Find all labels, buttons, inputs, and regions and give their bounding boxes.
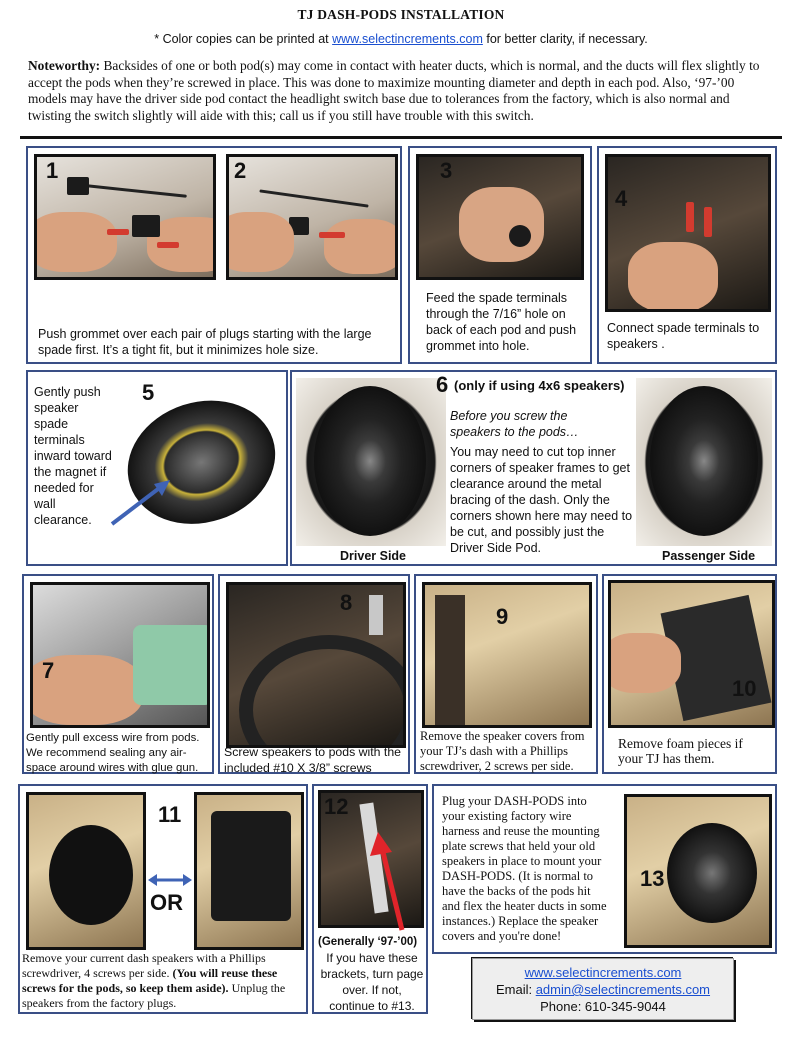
step-9-panel: 9 Remove the speaker covers from your TJ… — [414, 574, 598, 774]
step-5-caption: Gently push speaker spade terminals inwa… — [34, 385, 112, 527]
step-4-photo — [605, 154, 771, 312]
step-4-number: 4 — [615, 186, 628, 211]
step-11-photo-a — [26, 792, 146, 950]
subtitle-pre: * Color copies can be printed at — [154, 32, 333, 46]
or-label: OR — [150, 890, 183, 915]
step-8-caption: Screw speakers to pods with the included… — [224, 745, 402, 775]
step-4-caption: Connect spade terminals to speakers . — [607, 321, 760, 351]
step-3-panel: 3 Feed the spade terminals through the 7… — [408, 146, 592, 364]
step-11-panel: 11 OR Remove your current dash speakers … — [18, 784, 308, 1014]
note-text: Backsides of one or both pod(s) may come… — [28, 58, 760, 123]
step-10-photo — [608, 580, 775, 728]
step-5-arrow — [110, 480, 170, 526]
step-3-number: 3 — [440, 158, 453, 183]
step-7-number: 7 — [42, 658, 55, 683]
step-8-photo — [226, 582, 406, 748]
step-13-caption: Plug your DASH-PODS into your existing f… — [442, 794, 607, 943]
divider — [20, 136, 782, 139]
page-title: TJ DASH-PODS INSTALLATION — [297, 7, 505, 22]
step-6-intro: Before you screw the speakers to the pod… — [450, 409, 579, 439]
subtitle: * Color copies can be printed at www.sel… — [0, 32, 802, 46]
step-9-caption: Remove the speaker covers from your TJ’s… — [420, 729, 585, 773]
noteworthy-paragraph: Noteworthy: Backsides of one or both pod… — [28, 58, 776, 124]
step-11-photo-b — [194, 792, 304, 950]
step-11-caption-c: Unplug the speakers from the factory plu… — [22, 981, 286, 1010]
contact-box: www.selectincrements.com Email: admin@se… — [472, 958, 734, 1020]
driver-side-speaker-photo — [296, 378, 446, 546]
step-11-number: 11 — [158, 802, 182, 827]
step-8-number: 8 — [340, 590, 353, 615]
step-10-caption: Remove foam pieces if your TJ has them. — [618, 736, 743, 766]
step-13-number: 13 — [640, 866, 665, 891]
step-13-panel: Plug your DASH-PODS into your existing f… — [432, 784, 777, 954]
step-12-photo — [318, 790, 424, 928]
step-9-number: 9 — [496, 604, 509, 629]
step-7-caption: Gently pull excess wire from pods. We re… — [26, 732, 200, 774]
contact-website-link[interactable]: www.selectincrements.com — [524, 965, 682, 980]
subtitle-post: for better clarity, if necessary. — [482, 32, 648, 46]
step-12-panel: 12 (Generally ‘97-’00) If you have these… — [312, 784, 428, 1014]
step-10-number: 10 — [732, 676, 757, 701]
driver-side-label: Driver Side — [340, 549, 407, 563]
step-1-photo — [34, 154, 216, 280]
step-7-panel: 7 Gently pull excess wire from pods. We … — [22, 574, 214, 774]
step-12-arrow — [370, 832, 405, 931]
note-label: Noteworthy: — [28, 58, 101, 73]
step-8-panel: 8 Screw speakers to pods with the includ… — [218, 574, 410, 775]
step-12-heading: (Generally ‘97-’00) — [318, 936, 418, 948]
step-6-body: You may need to cut top inner corners of… — [450, 445, 633, 555]
step-2-number: 2 — [234, 158, 247, 183]
step-6-heading: (only if using 4x6 speakers) — [454, 378, 625, 393]
step-6-panel: Driver Side 6 (only if using 4x6 speaker… — [290, 370, 777, 566]
passenger-side-speaker-photo — [636, 378, 772, 546]
step-7-photo — [30, 582, 210, 728]
step-11-caption-a: Remove your current dash speakers with a… — [22, 951, 266, 980]
step-11-caption: Remove your current dash speakers with a… — [22, 951, 308, 1011]
step-2-photo — [226, 154, 398, 280]
contact-phone: Phone: 610-345-9044 — [540, 999, 666, 1014]
step-6-number: 6 — [436, 372, 449, 397]
step-5-panel: Gently push speaker spade terminals inwa… — [26, 370, 292, 566]
step-3-caption: Feed the spade terminals through the 7/1… — [426, 291, 577, 353]
step-1-2-caption: Push grommet over each pair of plugs sta… — [38, 327, 372, 357]
step-1-2-panel: 1 2 Push grommet over each pair of plugs… — [26, 146, 402, 364]
step-11-caption-bold: (You will reuse these screws for the pod… — [22, 966, 278, 995]
email-label: Email: — [495, 982, 536, 997]
website-link[interactable]: www.selectincrements.com — [332, 32, 483, 46]
step-10-panel: 10 Remove foam pieces if your TJ has the… — [602, 574, 777, 774]
step-9-photo — [422, 582, 592, 728]
contact-email-link[interactable]: admin@selectincrements.com — [535, 982, 711, 997]
step-1-number: 1 — [46, 158, 59, 183]
step-13-photo — [624, 794, 772, 948]
step-5-number: 5 — [142, 380, 155, 405]
step-4-panel: 4 Connect spade terminals to speakers . — [597, 146, 777, 364]
step-12-caption: If you have these brackets, turn page ov… — [320, 951, 424, 1013]
swap-arrow — [148, 874, 192, 886]
step-3-photo — [416, 154, 584, 280]
passenger-side-label: Passenger Side — [662, 549, 756, 563]
step-12-number: 12 — [324, 794, 349, 819]
